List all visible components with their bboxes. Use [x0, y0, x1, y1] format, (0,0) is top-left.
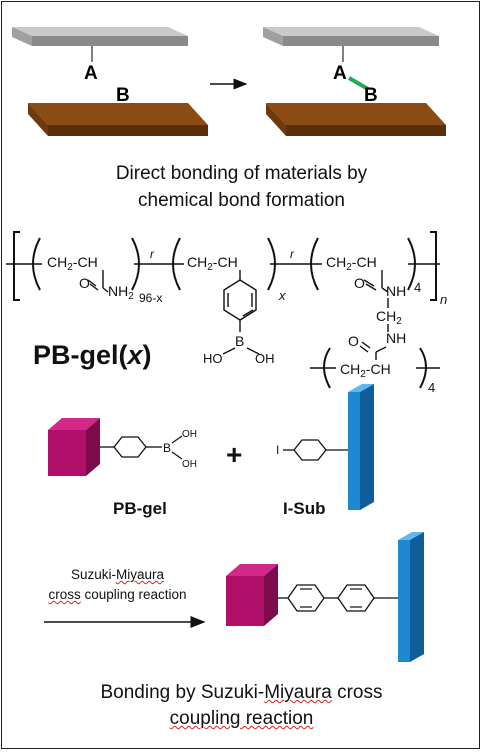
reaction-condition-line1: Suzuki-Miyaura [70, 567, 165, 582]
isub-bar [348, 384, 374, 392]
bottom-plate-left [28, 103, 208, 125]
reactant-oh-top: OH [182, 429, 197, 440]
caption-direct-line2: chemical bond formation [138, 190, 345, 211]
plates-after: A B [263, 27, 446, 136]
unit1-amide: NH2 [108, 283, 134, 302]
svg-text:O: O [354, 275, 365, 291]
r-label-2: r [290, 247, 295, 261]
bond-line [347, 76, 370, 91]
outer-bracket-right [430, 231, 437, 301]
pbgel-x-title: PB-gel(x) [33, 340, 152, 370]
isub-label: I-Sub [283, 499, 326, 518]
atom-b-right: B [364, 85, 378, 106]
plates-before: A B [12, 27, 208, 136]
benzene-ring [223, 279, 257, 321]
reaction-condition-line2: cross coupling reaction [48, 587, 187, 602]
caption-direct-bonding: Direct bonding of materials by chemical … [0, 160, 483, 214]
top-plate-right [263, 27, 439, 36]
unit3-nh2: NH [386, 330, 406, 346]
atom-b-left: B [116, 85, 130, 106]
bottom-subscript: 4 [428, 380, 435, 395]
outer-bracket-left [13, 231, 20, 301]
caption-suzuki-bonding: Bonding by Suzuki-Miyaura cross coupling… [0, 680, 483, 732]
unit3-ch2-linker: CH2 [376, 308, 402, 327]
unit2-ch2: CH2-CH [187, 254, 238, 273]
caption-suzuki-line2: coupling reaction [169, 708, 314, 729]
unit3-ch2: CH2-CH [326, 254, 377, 273]
reactant-boron: B [163, 441, 171, 455]
reactants: B OH OH + I PB-gel I-Sub [48, 384, 374, 518]
atom-a-left: A [84, 63, 98, 84]
pbgel-label: PB-gel [113, 499, 167, 518]
unit1-subscript: 96-x [139, 291, 162, 305]
product-bar [398, 540, 410, 662]
product-cube [226, 576, 264, 626]
unit2-oh: OH [255, 351, 275, 366]
plus-sign: + [226, 439, 242, 470]
atom-a-right: A [333, 63, 347, 84]
reactant-oh-bottom: OH [182, 459, 197, 470]
unit3-subscript: 4 [414, 280, 421, 295]
r-label-1: r [150, 247, 155, 261]
unit1-ch2: CH2-CH [47, 254, 98, 273]
reaction-condition: Suzuki-Miyaura cross coupling reaction [10, 565, 225, 605]
unit2-boron: B [235, 333, 244, 349]
n-label: n [440, 292, 447, 307]
pbgel-cube [48, 418, 100, 430]
caption-direct-line1: Direct bonding of materials by [115, 163, 368, 184]
svg-text:O: O [79, 275, 90, 291]
phenyl-ring-boronic [113, 436, 147, 458]
bottom-plate-right [266, 103, 446, 125]
unit3-nh1: NH [386, 283, 406, 299]
top-plate-left [12, 27, 188, 36]
phenyl-ring-iodo [293, 439, 327, 461]
caption-suzuki-line1: Bonding by Suzuki-Miyaura cross [100, 682, 383, 703]
unit2-subscript: x [278, 288, 286, 303]
unit2-ho: HO [203, 351, 223, 366]
reactant-iodine: I [276, 443, 279, 457]
bottom-ch2: CH2-CH [340, 361, 391, 380]
svg-text:O: O [348, 333, 359, 349]
polymer-structure: CH2-CH O NH2 96-x r CH2-CH B HO OH x r C… [6, 231, 447, 395]
product [44, 532, 424, 662]
